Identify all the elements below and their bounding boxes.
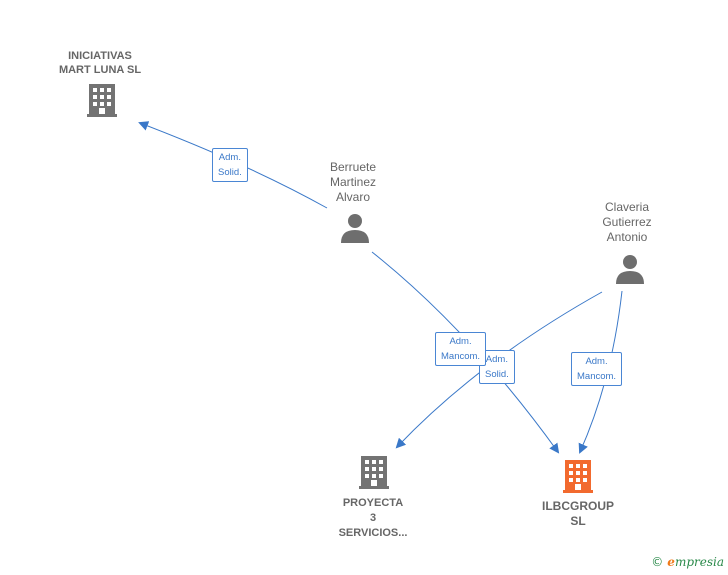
node-label-line: PROYECTA: [342, 497, 404, 509]
node-label-proyecta[interactable]: PROYECTA 3 SERVICIOS...: [313, 496, 433, 541]
person-icon[interactable]: [616, 255, 644, 284]
brand-e: e: [667, 555, 675, 569]
copyright-icon: ©: [651, 555, 664, 569]
node-label-line: ILBCGROUP: [542, 499, 614, 513]
node-label-line: INICIATIVAS: [68, 50, 132, 62]
edge-label-line: Adm.: [585, 356, 608, 367]
edge-label-berruete-iniciativas[interactable]: Adm. Solid.: [212, 148, 248, 182]
building-icon[interactable]: [87, 84, 117, 117]
node-label-iniciativas[interactable]: INICIATIVAS MART LUNA SL: [40, 49, 160, 77]
node-label-berruete[interactable]: Berruete Martinez Alvaro: [293, 160, 413, 205]
node-label-ilbcgroup[interactable]: ILBCGROUP SL: [518, 499, 638, 529]
node-label-line: 3: [369, 512, 377, 524]
node-label-line: SL: [570, 514, 586, 528]
edge-label-line: Solid.: [485, 369, 509, 380]
edge-label-line: Adm.: [449, 336, 472, 347]
node-label-line: Gutierrez: [602, 215, 652, 229]
building-icon[interactable]: [359, 456, 389, 489]
edge-label-line: Adm.: [218, 152, 241, 163]
edge-label-berruete-ilbcgroup[interactable]: Adm. Mancom.: [435, 332, 487, 366]
edge-label-claveria-ilbcgroup[interactable]: Adm. Mancom.: [571, 352, 623, 386]
node-label-line: MART LUNA SL: [58, 64, 142, 76]
node-label-line: Claveria: [604, 200, 649, 214]
edge-label-line: Mancom.: [441, 351, 481, 362]
edge-label-line: Mancom.: [577, 371, 617, 382]
node-label-line: Berruete: [329, 160, 377, 174]
node-label-line: Antonio: [606, 230, 648, 244]
brand-rest: mpresia: [674, 555, 724, 569]
node-label-line: Alvaro: [335, 190, 370, 204]
empresia-watermark: ©empresia: [651, 555, 724, 569]
building-icon[interactable]: [563, 460, 593, 493]
person-icon[interactable]: [341, 214, 369, 243]
node-label-line: Martinez: [329, 175, 376, 189]
edge-label-line: Solid.: [218, 167, 242, 178]
node-label-claveria[interactable]: Claveria Gutierrez Antonio: [567, 200, 687, 245]
node-label-line: SERVICIOS...: [338, 527, 408, 539]
edge-label-line: Adm.: [485, 354, 508, 365]
